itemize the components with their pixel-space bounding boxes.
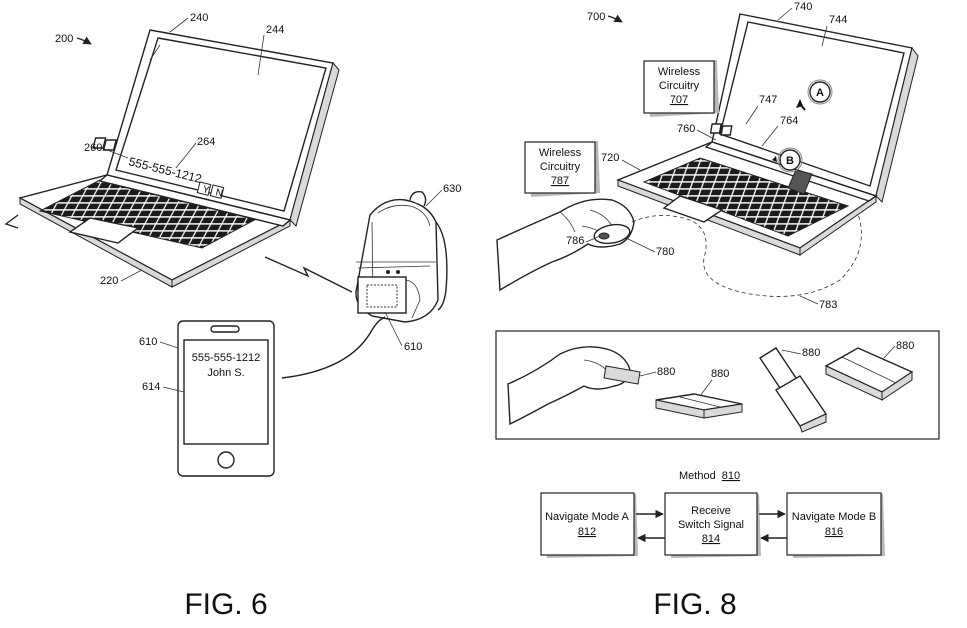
fig6-ref-244: 244 xyxy=(266,24,284,36)
fig8-ref-760: 760 xyxy=(677,123,695,135)
fig6-ref-610: 610 xyxy=(139,336,157,348)
fig8-step-812-label: Navigate Mode A xyxy=(545,511,629,523)
fig8-method-label: Method xyxy=(679,470,716,482)
fig8-ref-783: 783 xyxy=(819,299,837,311)
fig6-ref-260: 260 xyxy=(84,142,102,154)
fig8-marker-b: B xyxy=(786,155,794,167)
fig8-ref-744: 744 xyxy=(829,14,847,26)
fig6-phone: 555-555-1212 John S. xyxy=(177,320,275,477)
fig6-strip-yes: Y xyxy=(201,184,210,196)
fig8-ref-764: 764 xyxy=(780,115,798,127)
fig6-ref-200-arrow xyxy=(76,36,92,45)
fig8-wireless-2-line1: Wireless xyxy=(539,147,582,159)
fig8-wireless-box-707: Wireless Circuitry 707 xyxy=(643,60,719,117)
fig6-ref-240: 240 xyxy=(190,12,208,24)
fig6-ref-200: 200 xyxy=(55,33,73,45)
fig8-ref-786: 786 xyxy=(566,235,584,247)
fig8-wireless-2-line2: Circuitry xyxy=(540,161,581,173)
fig8-ref-780: 780 xyxy=(656,246,674,258)
fig6-ref-614: 614 xyxy=(142,381,160,393)
fig6-ref-630: 630 xyxy=(443,183,461,195)
fig8-step-812-ref: 812 xyxy=(578,526,596,538)
fig8-step-814-label: Receive xyxy=(691,505,731,517)
fig8-flow-step-816: Navigate Mode B 816 xyxy=(786,492,885,558)
fig6-laptop-display xyxy=(92,29,340,227)
fig8-wireless-box-787: Wireless Circuitry 787 xyxy=(524,141,600,197)
fig6-backpack xyxy=(355,190,448,323)
fig6-wireless-link xyxy=(264,256,353,293)
fig8-caption: FIG. 8 xyxy=(653,588,736,621)
fig8-laptop-base: B xyxy=(616,141,878,256)
fig8-ref-720: 720 xyxy=(601,152,619,164)
fig6-ref-264: 264 xyxy=(197,136,215,148)
fig8-wireless-1-line1: Wireless xyxy=(658,66,701,78)
fig6-strip-no: N xyxy=(214,187,224,199)
fig8-marker-a: A xyxy=(816,87,824,99)
fig8-step-816-label: Navigate Mode B xyxy=(792,511,876,523)
fig8-method-ref: 810 xyxy=(722,470,740,482)
figure-8: 700 A B xyxy=(495,1,940,621)
fig8-wireless-1-line2: Circuitry xyxy=(659,80,700,92)
fig8-step-814-label2: Switch Signal xyxy=(678,519,744,531)
fig8-dashed-link xyxy=(631,213,862,297)
fig6-ref-220: 220 xyxy=(100,275,118,287)
fig8-ref-880-c: 880 xyxy=(802,347,820,359)
fig8-step-814-ref: 814 xyxy=(702,533,720,545)
fig8-blocks-panel-content xyxy=(507,346,914,433)
figure-6: 200 555-555-1212 xyxy=(4,12,461,621)
fig6-ref-610-tag: 610 xyxy=(404,341,422,353)
fig6-phone-link xyxy=(281,316,386,379)
fig8-step-816-ref: 816 xyxy=(825,526,843,538)
fig6-phone-name: John S. xyxy=(207,367,244,379)
fig8-flow-step-814: Receive Switch Signal 814 xyxy=(664,492,761,558)
fig8-ref-740: 740 xyxy=(794,1,812,13)
fig6-laptop-base xyxy=(18,174,292,288)
fig8-wireless-1-ref: 707 xyxy=(670,94,688,106)
fig8-ref-700: 700 xyxy=(587,11,605,23)
fig8-ref-880-d: 880 xyxy=(896,340,914,352)
fig8-laptop-display: A xyxy=(709,13,919,203)
fig8-flow-step-812: Navigate Mode A 812 xyxy=(540,492,638,558)
fig8-ref-880-a: 880 xyxy=(657,366,675,378)
fig6-caption: FIG. 6 xyxy=(184,588,267,621)
fig8-wireless-2-ref: 787 xyxy=(551,175,569,187)
fig6-phone-number: 555-555-1212 xyxy=(192,352,261,364)
fig8-ref-747: 747 xyxy=(759,94,777,106)
fig8-ref-880-b: 880 xyxy=(711,368,729,380)
fig8-method-title: Method 810 xyxy=(679,470,740,482)
